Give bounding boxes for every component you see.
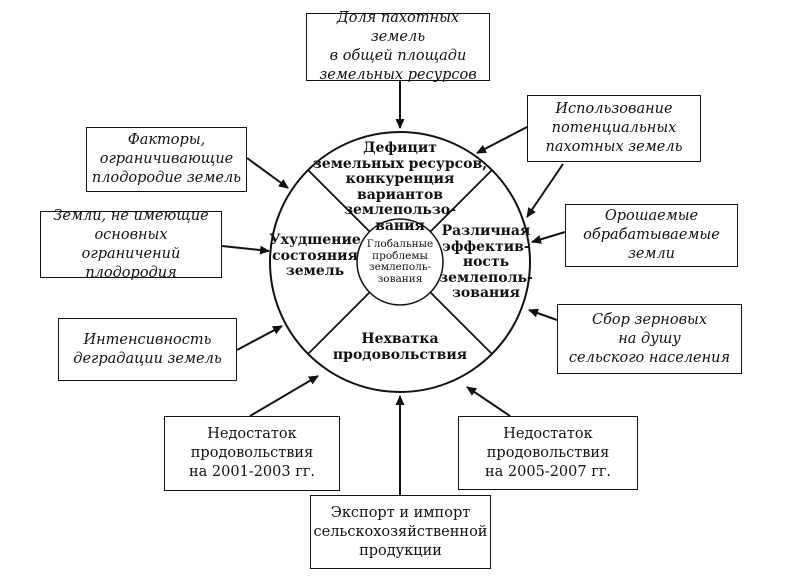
arrow-from-right-top-2 [526, 163, 564, 218]
divider-top-right [429, 169, 493, 233]
arrow-from-bottom-left [249, 375, 319, 417]
arrow-from-right-top-1 [476, 126, 528, 154]
divider-bottom-left [307, 291, 371, 355]
box-degradation-intensity: Интенсивность деградации земель [58, 318, 237, 381]
inner-circle [356, 218, 444, 306]
center-global-problems: Глобальные проблемы землеполь- зования [366, 238, 434, 285]
box-lands-without-limitations: Земли, не имеющие основных ограничений п… [40, 208, 222, 281]
arrow-from-right-bottom [528, 308, 558, 321]
arrow-from-bottom-right [466, 386, 511, 417]
box-food-shortage-2005-2007: Недостаток продовольствия на 2005-2007 г… [458, 416, 638, 490]
sector-land-deficit: Дефицит земельных ресурсов, конкуренция … [312, 140, 488, 234]
sector-food-shortage: Нехватка продовольствия [332, 331, 468, 363]
box-agricultural-trade: Экспорт и импорт сельскохозяйственной пр… [310, 495, 491, 569]
divider-bottom-right [429, 291, 493, 355]
box-fertility-limiting-factors: Факторы, ограничивающие плодородие земел… [86, 127, 247, 192]
arrow-from-left-bottom [236, 325, 283, 351]
sector-land-degradation: Ухудшение состояния земель [269, 232, 361, 279]
box-arable-land-share: Доля пахотных земель в общей площади зем… [306, 10, 490, 83]
outer-circle [269, 131, 531, 393]
arrow-from-left-top [246, 157, 289, 189]
arrow-from-right-middle [531, 231, 566, 244]
arrow-from-left-middle [221, 245, 270, 255]
box-grain-per-capita: Сбор зерновых на душу сельского населени… [557, 304, 742, 374]
box-irrigated-lands: Орошаемые обрабатываемые земли [565, 204, 738, 267]
box-food-shortage-2001-2003: Недостаток продовольствия на 2001-2003 г… [164, 416, 340, 491]
sector-efficiency: Различная эффектив- ность землеполь- зов… [439, 223, 533, 301]
divider-top-left [307, 169, 371, 233]
box-potential-arable-use: Использование потенциальных пахотных зем… [527, 95, 701, 162]
